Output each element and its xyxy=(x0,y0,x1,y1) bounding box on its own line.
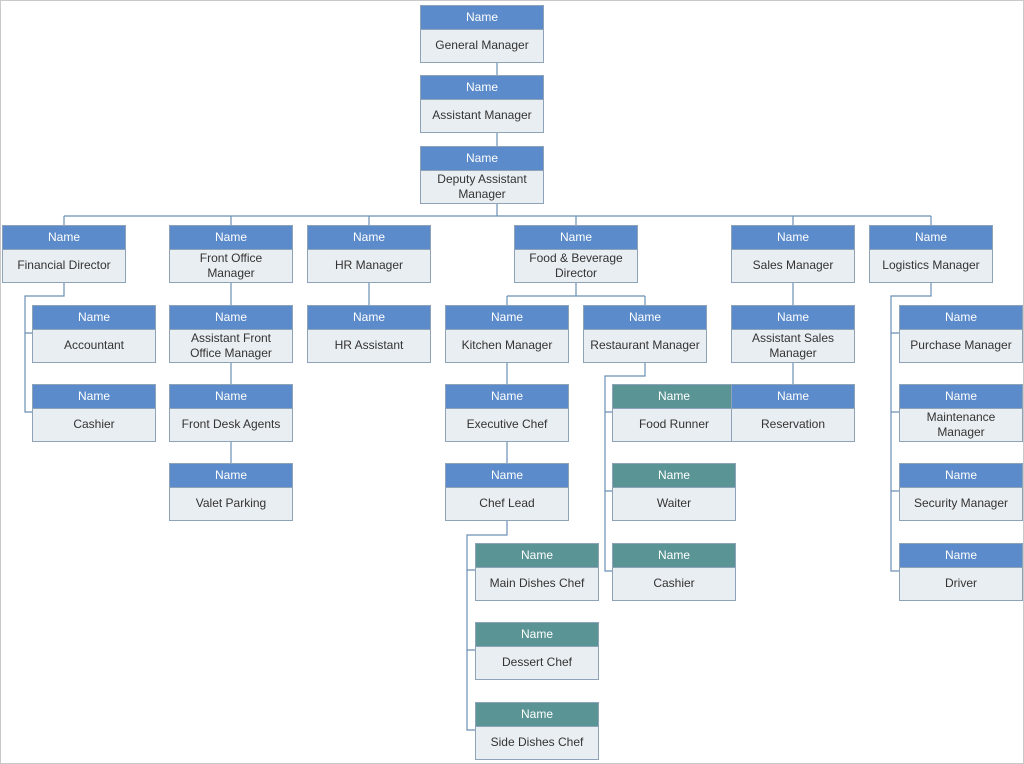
node-name-label: Name xyxy=(900,464,1022,488)
node-name-label: Name xyxy=(584,306,706,330)
node-name-label: Name xyxy=(732,306,854,330)
node-name-label: Name xyxy=(613,544,735,568)
node-title: Food Runner xyxy=(638,417,710,431)
node-title: Executive Chef xyxy=(466,417,548,431)
node-name-label: Name xyxy=(446,464,568,488)
node-title: Driver xyxy=(945,576,977,590)
connector-fbd-children xyxy=(506,283,646,305)
node-title: Assistant Manager xyxy=(432,108,532,122)
node-title: Cashier xyxy=(73,417,115,431)
node-title: Front Office Manager xyxy=(199,250,263,280)
node-title: Deputy Assistant Manager xyxy=(437,171,527,201)
node-name-label: Name xyxy=(308,306,430,330)
node-title: Restaurant Manager xyxy=(590,338,700,352)
node-name-label: Name xyxy=(900,306,1022,330)
node-title: Front Desk Agents xyxy=(181,417,281,431)
node-title: Food & Beverage Director xyxy=(529,250,623,280)
node-name-label: Name xyxy=(446,306,568,330)
node-name-label: Name xyxy=(308,226,430,250)
node-hrm[interactable]: Name HR Manager xyxy=(307,225,431,283)
node-name-label: Name xyxy=(476,544,598,568)
node-title: Side Dishes Chef xyxy=(490,735,584,749)
node-title: HR Manager xyxy=(334,258,404,272)
node-title: Kitchen Manager xyxy=(461,338,553,352)
node-name-label: Name xyxy=(33,385,155,409)
node-title: HR Assistant xyxy=(334,338,404,352)
node-name-label: Name xyxy=(421,147,543,171)
node-name-label: Name xyxy=(900,385,1022,409)
node-name-label: Name xyxy=(870,226,992,250)
node-name-label: Name xyxy=(732,385,854,409)
node-name-label: Name xyxy=(33,306,155,330)
node-name-label: Name xyxy=(613,464,735,488)
node-title: Purchase Manager xyxy=(910,338,1012,352)
node-title: Sales Manager xyxy=(752,258,834,272)
node-title: Valet Parking xyxy=(195,496,267,510)
node-name-label: Name xyxy=(170,385,292,409)
node-title: Cashier xyxy=(653,576,695,590)
connector-lm-children xyxy=(890,283,932,572)
node-name-label: Name xyxy=(446,385,568,409)
node-name-label: Name xyxy=(613,385,735,409)
connector-fd-children xyxy=(24,283,65,413)
node-name-label: Name xyxy=(421,6,543,30)
node-title: Security Manager xyxy=(913,496,1009,510)
node-title: Main Dishes Chef xyxy=(489,576,585,590)
node-name-label: Name xyxy=(476,703,598,727)
node-name-label: Name xyxy=(170,464,292,488)
node-title: Logistics Manager xyxy=(882,258,980,272)
node-name-label: Name xyxy=(476,623,598,647)
node-hra[interactable]: Name HR Assistant xyxy=(307,305,431,363)
node-title: Waiter xyxy=(656,496,692,510)
connector-cl-children xyxy=(466,520,508,731)
node-title: Accountant xyxy=(63,338,125,352)
node-title: Maintenance Manager xyxy=(926,409,996,439)
connector-rm-children xyxy=(604,361,646,572)
node-name-label: Name xyxy=(900,544,1022,568)
node-title: General Manager xyxy=(435,38,529,52)
node-name-label: Name xyxy=(421,76,543,100)
node-name-label: Name xyxy=(732,226,854,250)
node-name-label: Name xyxy=(170,226,292,250)
node-title: Financial Director xyxy=(17,258,111,272)
node-name-label: Name xyxy=(3,226,125,250)
node-title: Assistant Sales Manager xyxy=(751,330,835,360)
node-title: Dessert Chef xyxy=(501,655,573,669)
node-name-label: Name xyxy=(515,226,637,250)
node-name-label: Name xyxy=(170,306,292,330)
node-title: Chef Lead xyxy=(479,496,535,510)
node-title: Reservation xyxy=(760,417,826,431)
node-title: Assistant Front Office Manager xyxy=(190,330,272,360)
